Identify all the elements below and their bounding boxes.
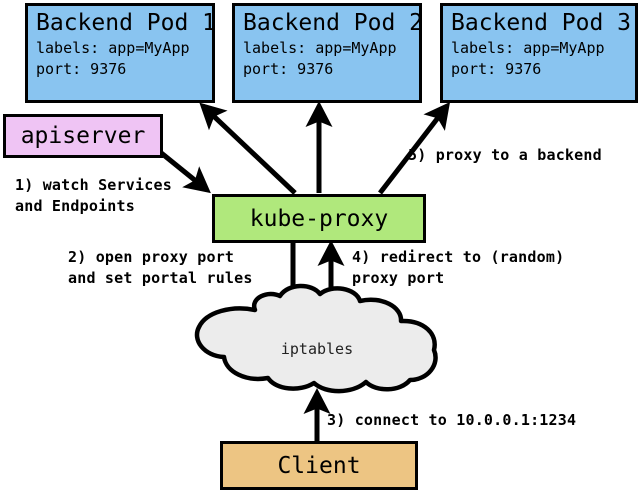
step-4-annotation: 4) redirect to (random) proxy port (352, 247, 564, 289)
backend-pod-3-labels: labels: app=MyApp (451, 39, 605, 57)
iptables-cloud (194, 283, 438, 394)
backend-pod-2-port: port: 9376 (243, 60, 334, 78)
backend-pod-1-port: port: 9376 (36, 60, 127, 78)
step-5-annotation: 5) proxy to a backend (408, 145, 602, 166)
step-2-line-2: and set portal rules (68, 269, 253, 287)
step-5-line-1: 5) proxy to a backend (408, 146, 602, 164)
backend-pod-3-title: Backend Pod 3 (451, 10, 632, 36)
backend-pod-3-port: port: 9376 (451, 60, 542, 78)
kube-proxy-node[interactable]: kube-proxy (212, 194, 426, 243)
kube-proxy-label: kube-proxy (249, 205, 389, 232)
step-2-annotation: 2) open proxy port and set portal rules (68, 247, 253, 289)
step-1-line-1: 1) watch Services (15, 176, 172, 194)
backend-pod-1[interactable]: Backend Pod 1 labels: app=MyApp port: 93… (25, 3, 217, 103)
step-3-line-1: 3) connect to 10.0.0.1:1234 (327, 411, 577, 429)
apiserver-node[interactable]: apiserver (3, 114, 163, 158)
backend-pod-2[interactable]: Backend Pod 2 labels: app=MyApp port: 93… (232, 3, 424, 103)
arrow-apiserver-to-kubeproxy (158, 150, 211, 194)
step-1-line-2: and Endpoints (15, 197, 135, 215)
iptables-label: iptables (280, 340, 354, 358)
backend-pod-3[interactable]: Backend Pod 3 labels: app=MyApp port: 93… (440, 3, 638, 103)
step-1-annotation: 1) watch Services and Endpoints (15, 175, 172, 217)
step-4-line-2: proxy port (352, 269, 445, 287)
apiserver-label: apiserver (20, 123, 146, 149)
client-label: Client (277, 452, 361, 479)
arrow-kubeproxy-to-pod-1 (199, 102, 297, 195)
step-4-line-1: 4) redirect to (random) (352, 248, 565, 266)
backend-pod-2-labels: labels: app=MyApp (243, 39, 397, 57)
backend-pod-2-title: Backend Pod 2 (243, 10, 424, 36)
client-node[interactable]: Client (220, 441, 418, 490)
step-3-annotation: 3) connect to 10.0.0.1:1234 (327, 410, 576, 431)
arrow-kubeproxy-to-pod-3 (378, 102, 451, 195)
backend-pod-1-labels: labels: app=MyApp (36, 39, 190, 57)
step-2-line-1: 2) open proxy port (68, 248, 235, 266)
backend-pod-1-title: Backend Pod 1 (36, 10, 217, 36)
